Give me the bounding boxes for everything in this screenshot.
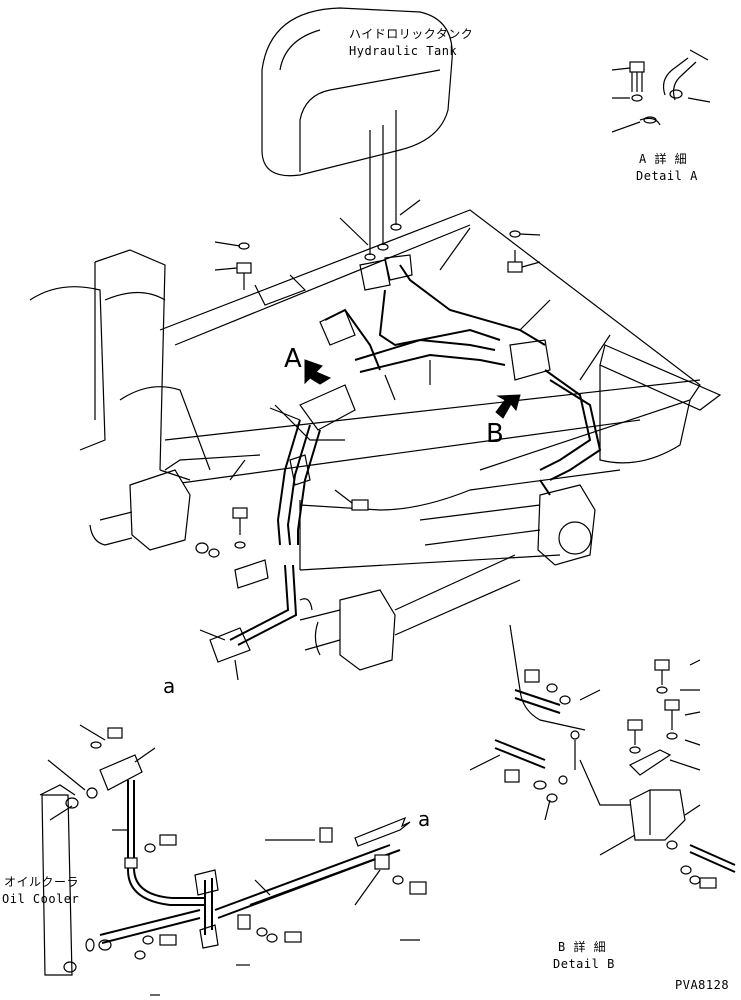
connection-a-right-label: a — [418, 807, 431, 831]
detail-a-parts — [611, 49, 711, 133]
hydraulic-tank-label-en: Hydraulic Tank — [349, 44, 458, 58]
detail-a-title-en: Detail A — [636, 169, 698, 183]
main-hoses — [209, 254, 602, 663]
view-arrow-b — [495, 394, 521, 419]
drawing-code: PVA8128 — [675, 978, 730, 992]
detail-a-title-jp: A 詳 細 — [639, 152, 688, 166]
detail-b-title-en: Detail B — [553, 957, 615, 971]
oil-cooler-label-jp: オイルクーラ — [4, 875, 80, 889]
view-a-label: A — [284, 344, 303, 374]
machine-frame — [29, 209, 722, 671]
detail-b-parts — [469, 624, 736, 889]
tank-bolt-lines — [339, 110, 421, 261]
fasteners-main — [195, 230, 523, 611]
hydraulic-tank — [261, 7, 453, 177]
connection-a-lower-label: a — [163, 674, 176, 698]
view-arrow-a — [304, 359, 332, 385]
detail-b-title-jp: B 詳 細 — [558, 940, 607, 954]
oil-cooler-piping — [39, 724, 427, 996]
leader-lines-main — [159, 227, 611, 681]
oil-cooler-label-en: Oil Cooler — [2, 892, 80, 906]
view-b-label: B — [486, 419, 505, 449]
hydraulic-tank-label-jp: ハイドロリックタンク — [349, 27, 474, 41]
